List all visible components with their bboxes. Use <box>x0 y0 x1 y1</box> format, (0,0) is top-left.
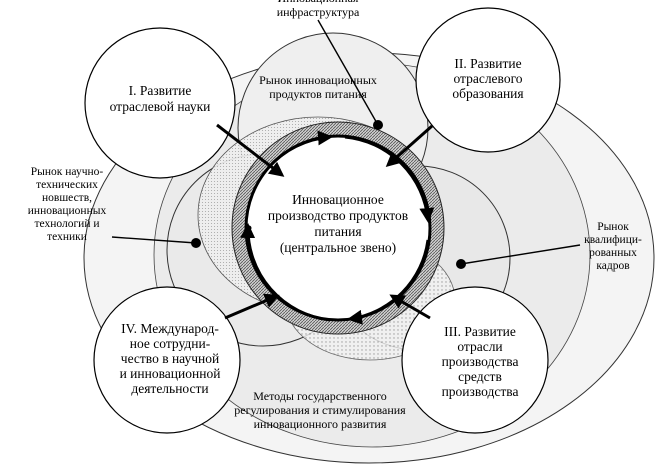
leader-market-news <box>111 236 197 244</box>
node-label-international: IV. Международ-ное сотрудни-чество в нау… <box>120 321 221 396</box>
text-line: инфраструктура <box>277 5 360 19</box>
dot-center-small <box>246 225 252 231</box>
text-line: регулирования и стимулирования <box>234 403 406 417</box>
dot-market-personnel <box>456 259 466 269</box>
text-line: и инновационной <box>120 366 221 381</box>
text-line: квалифици- <box>584 234 642 246</box>
text-line: новшеств, <box>42 192 92 204</box>
text-line: Рынок инновационных <box>259 73 377 87</box>
text-line: технических <box>36 179 98 191</box>
label-market-news: Рынок научно-техническихновшеств,инновац… <box>28 166 107 243</box>
text-line: ное сотрудни- <box>130 336 211 351</box>
arrow-science-to-center <box>216 123 285 177</box>
text-line: чество в научной <box>121 351 219 366</box>
text-line: Методы государственного <box>253 389 386 403</box>
text-line: техники <box>47 231 87 243</box>
text-line: отраслевой науки <box>110 99 211 114</box>
text-line: Рынок научно- <box>31 166 104 178</box>
text-line: Инновационная <box>278 0 359 5</box>
text-line: Инновационное <box>292 192 384 207</box>
node-circle-means <box>401 286 549 434</box>
text-line: I. Развитие <box>129 83 192 98</box>
cycle-arrow-left <box>240 223 331 322</box>
arrow-education-to-center <box>385 124 433 167</box>
text-line: технологий и <box>34 218 99 230</box>
node-circle-education <box>415 7 561 153</box>
leader-infrastructure <box>317 19 379 126</box>
cycle-arrow-bottom <box>347 239 430 325</box>
text-line: IV. Международ- <box>121 321 219 336</box>
text-line: производство продуктов <box>268 208 408 223</box>
arrow-means-to-center <box>389 294 431 320</box>
dot-market-news <box>191 238 201 248</box>
label-infrastructure: Инновационнаяинфраструктура <box>277 0 360 19</box>
text-line: инновационных <box>28 205 107 217</box>
text-line: образования <box>452 86 523 101</box>
text-line: питания <box>314 224 361 239</box>
dot-infrastructure <box>373 120 383 130</box>
text-line: продуктов питания <box>269 87 367 101</box>
node-circle-international <box>93 286 241 434</box>
text-line: производства <box>442 354 519 369</box>
text-line: Рынок <box>597 221 629 233</box>
leader-market-personnel <box>460 244 581 265</box>
text-line: рованных <box>589 247 637 259</box>
text-line: III. Развитие <box>444 324 516 339</box>
arrow-international-to-center <box>224 293 280 320</box>
node-label-means: III. Развитиеотраслипроизводствасредствп… <box>442 324 519 399</box>
text-line: (центральное звено) <box>280 240 396 255</box>
text-line: инновационного развития <box>254 417 387 431</box>
text-line: производства <box>442 384 519 399</box>
text-line: деятельности <box>131 381 208 396</box>
text-line: кадров <box>596 260 630 272</box>
text-line: отрасли <box>457 339 502 354</box>
text-line: II. Развитие <box>454 56 521 71</box>
node-circle-science <box>84 27 236 179</box>
text-line: отраслевого <box>453 71 522 86</box>
text-line: средств <box>458 369 502 384</box>
